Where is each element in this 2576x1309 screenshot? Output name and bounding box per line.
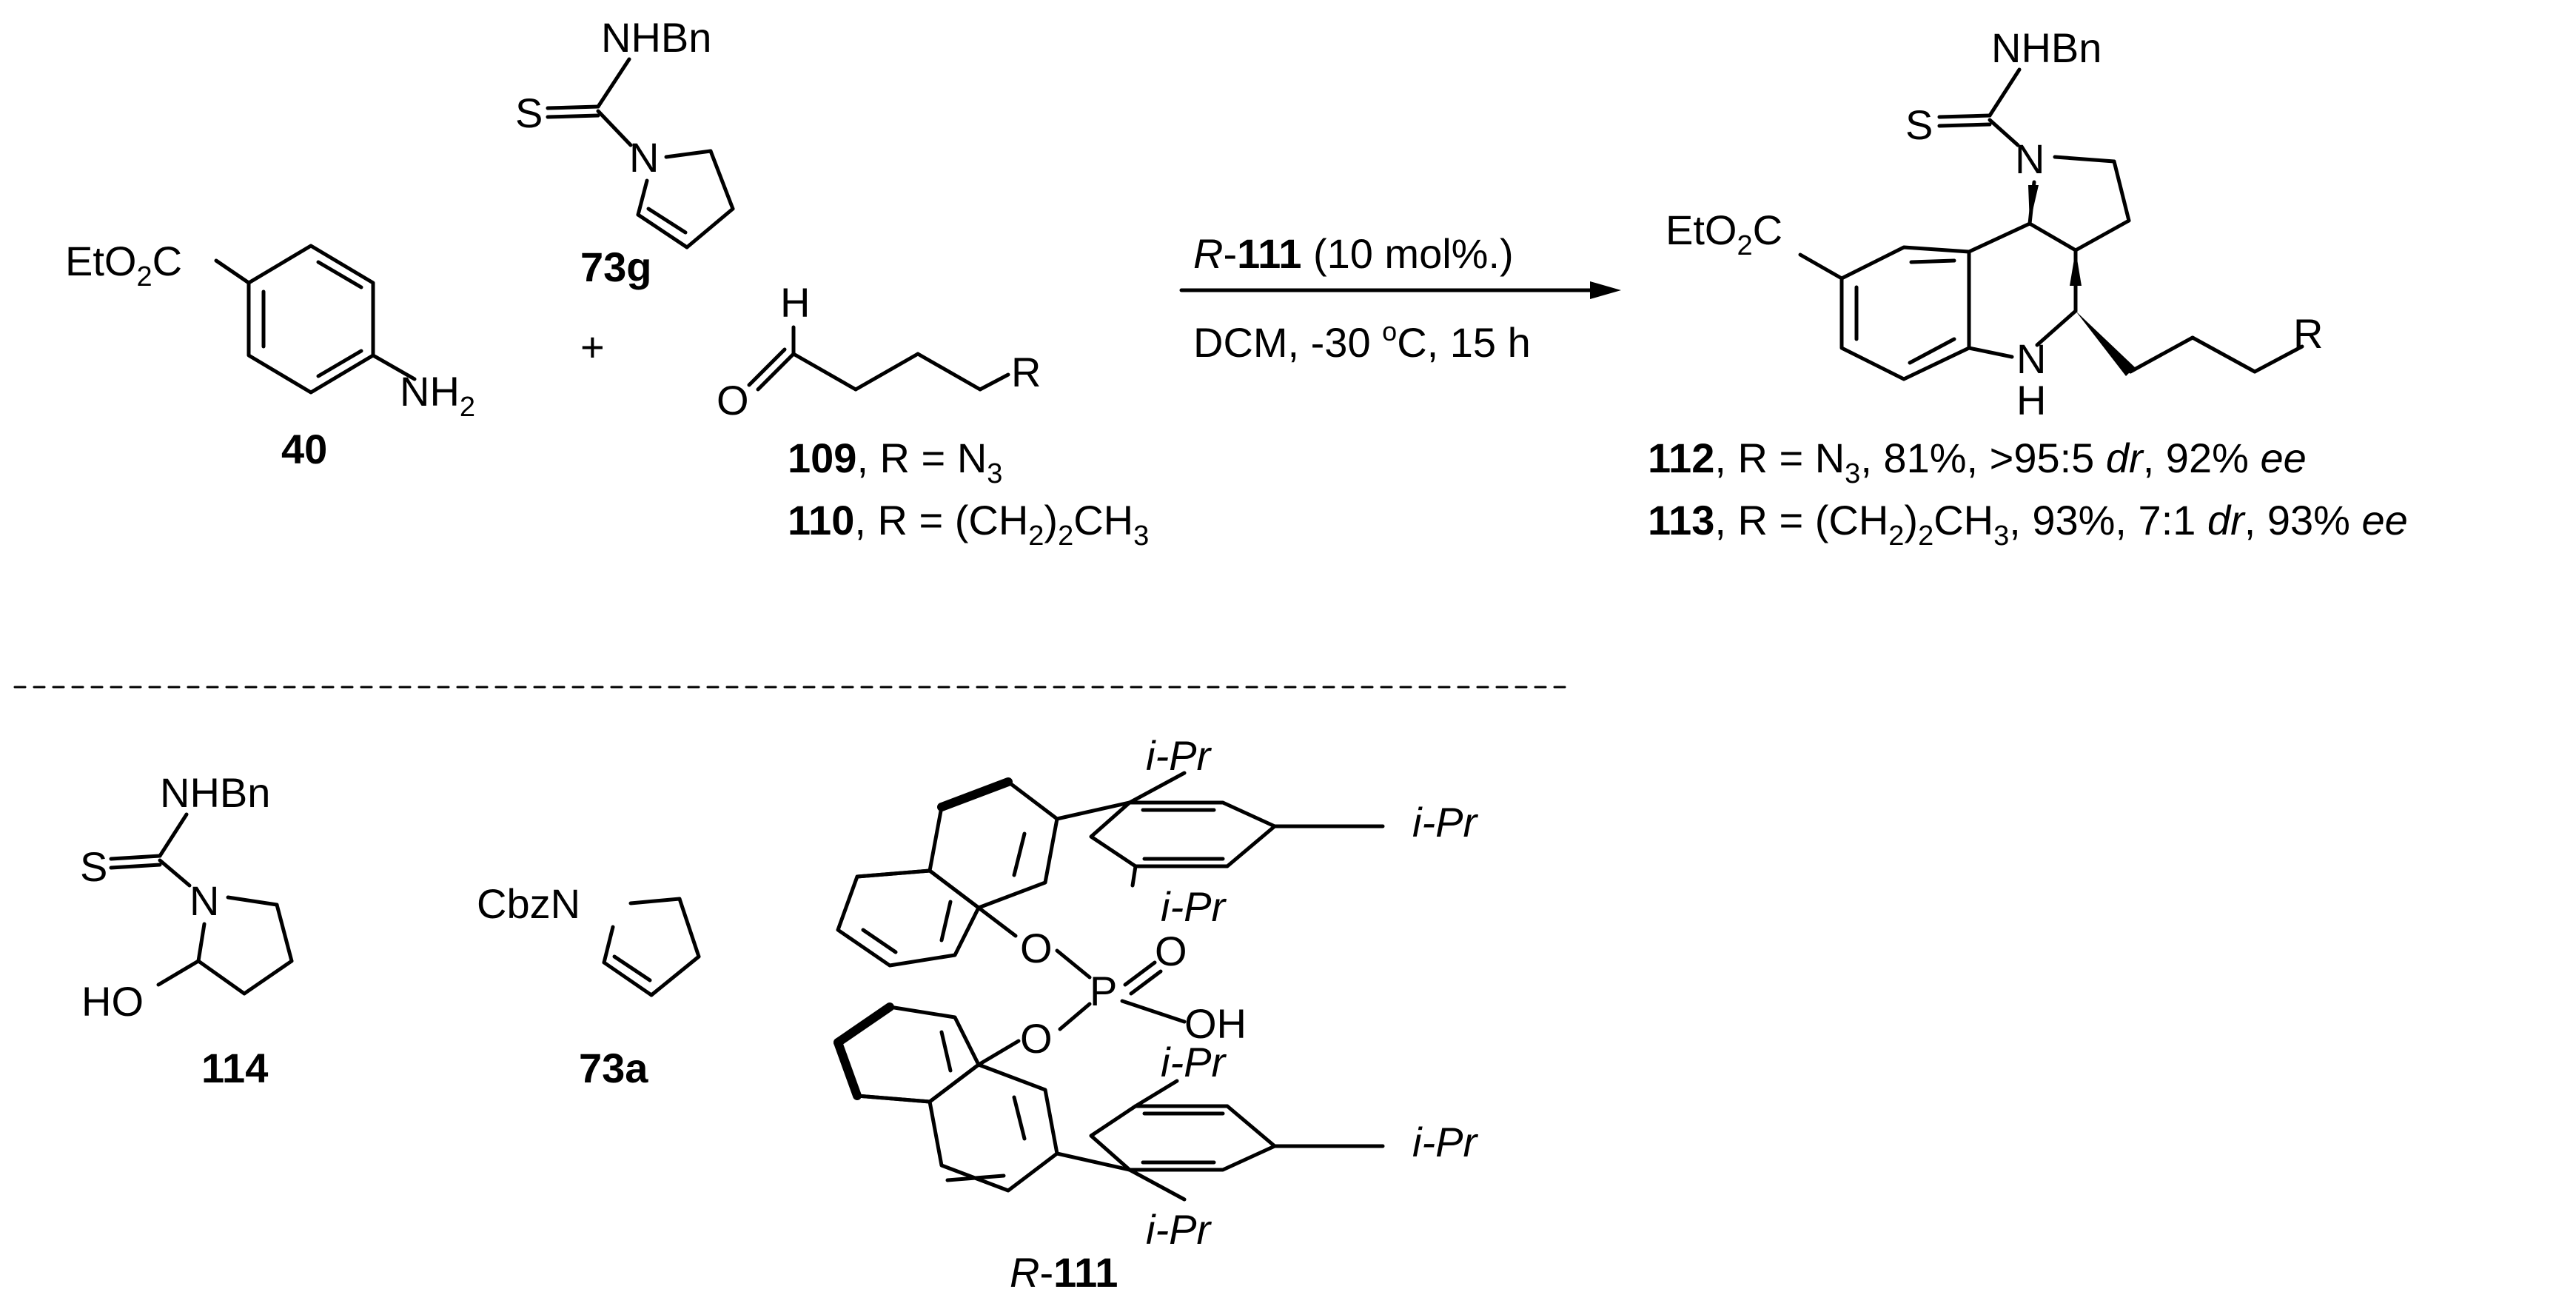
result-113: 113, R = (CH2)2CH3, 93%, 7:1 dr, 93% ee (1648, 497, 2408, 552)
oxygen-1: O (1020, 925, 1053, 971)
r-product: R (2293, 310, 2323, 357)
amine-group-40: NH2 (400, 368, 475, 423)
oxygen-2: O (1020, 1015, 1053, 1062)
solvent-condition: DCM, -30 oC, 15 h (1193, 316, 1531, 366)
reaction-conditions: R-111 (10 mol%.) DCM, -30 oC, 15 h (1179, 230, 1621, 366)
ring-n-product: N (2015, 135, 2045, 182)
compound-73g: NHBn S N 73g (515, 14, 735, 290)
variant-110: 110, R = (CH2)2CH3 (788, 497, 1149, 552)
compound-label-114: 114 (201, 1045, 268, 1091)
nhbn-product: NHBn (1991, 24, 2102, 71)
nhbn-73g: NHBn (601, 14, 711, 61)
catalyst-r-111: i-Pr i-Pr i-Pr O P O OH O i-Pr i-P (833, 732, 1478, 1296)
hydroxyl-114: HO (81, 978, 144, 1025)
compound-73a: CbzN 73a (477, 880, 701, 1091)
ring-n-73g: N (629, 134, 659, 181)
nhbn-114: NHBn (160, 769, 270, 816)
ester-group-40: EtO2C (65, 238, 182, 292)
compound-label-73g: 73g (580, 244, 652, 290)
aldehyde-r: R (1011, 349, 1041, 395)
aldehyde-o: O (717, 377, 749, 424)
variant-109: 109, R = N3 (788, 435, 1002, 489)
ipr-label-5: i-Pr (1412, 1119, 1478, 1165)
phosphorus: P (1090, 968, 1117, 1014)
cbzn-73a: CbzN (477, 880, 580, 927)
compound-label-73a: 73a (579, 1045, 648, 1091)
ester-product: EtO2C (1666, 207, 1782, 261)
ipr-label-3: i-Pr (1161, 883, 1227, 930)
compound-label-40: 40 (281, 426, 327, 472)
result-112: 112, R = N3, 81%, >95:5 dr, 92% ee (1648, 435, 2307, 489)
catalyst-label: R-111 (1010, 1249, 1118, 1296)
aldehyde-109-110: H O R 109, R = N3 110, R = (CH2)2CH3 (717, 279, 1149, 552)
plus-sign: + (580, 324, 605, 370)
ipr-label-4: i-Pr (1161, 1039, 1227, 1085)
nh-product-h: H (2016, 377, 2046, 424)
sulfur-114: S (80, 843, 107, 890)
catalyst-condition: R-111 (10 mol%.) (1193, 230, 1514, 277)
oxygen-double: O (1155, 928, 1187, 974)
ring-n-114: N (189, 877, 219, 924)
compound-40: EtO2C NH2 40 (65, 238, 475, 472)
ipr-label-6: i-Pr (1146, 1206, 1212, 1253)
nh-product-n: N (2016, 335, 2046, 382)
aldehyde-h: H (780, 279, 810, 326)
product-112-113: NHBn S N N H EtO2C R 1 (1648, 24, 2408, 552)
sulfur-product: S (1905, 101, 1933, 148)
ipr-label-2: i-Pr (1412, 799, 1478, 846)
compound-114: NHBn S N HO 114 (80, 769, 294, 1091)
hydroxyl: OH (1184, 1000, 1247, 1047)
sulfur-73g: S (515, 90, 543, 136)
ipr-label-1: i-Pr (1146, 732, 1212, 779)
